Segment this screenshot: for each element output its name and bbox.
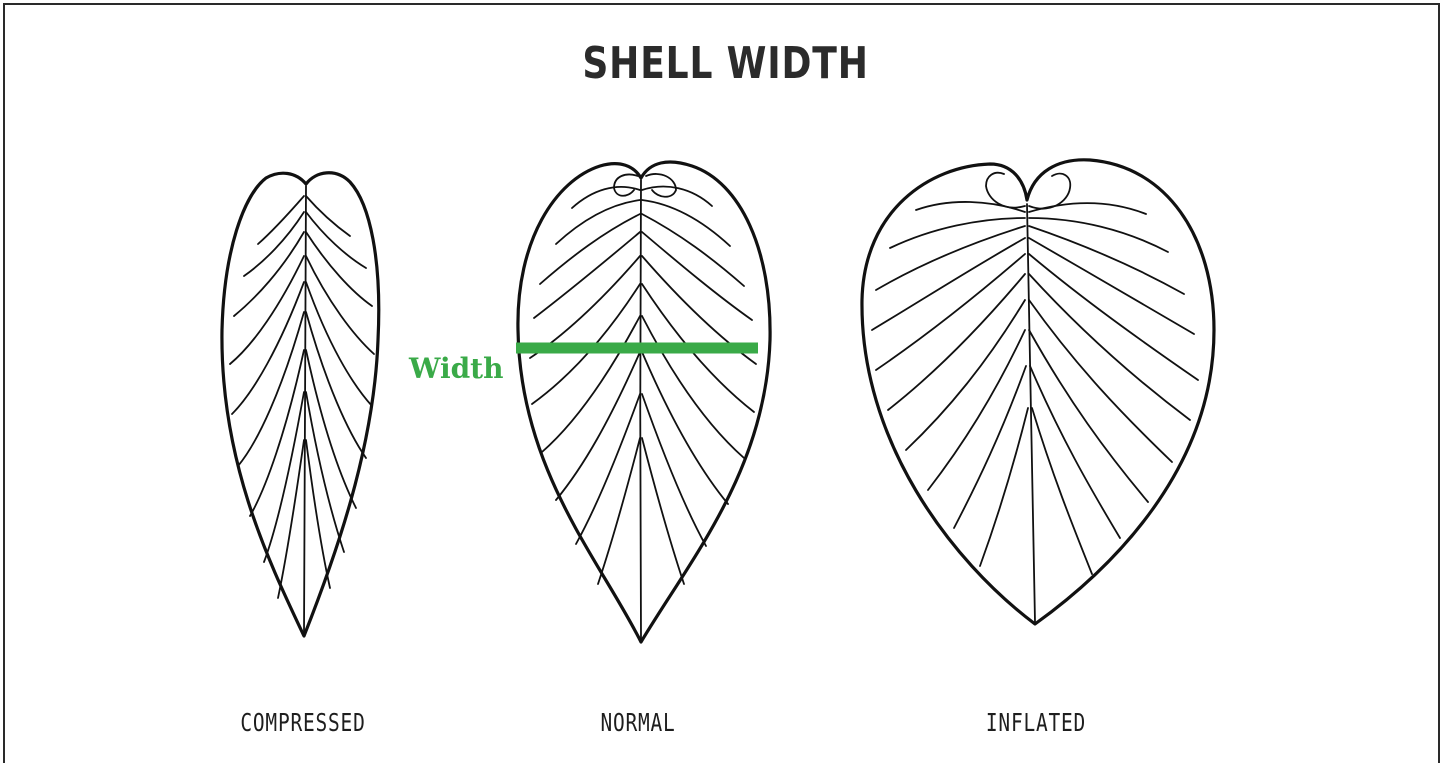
normal-shell-drawing <box>518 162 770 642</box>
compressed-shell-drawing <box>222 173 379 636</box>
normal-label: NORMAL <box>544 708 731 737</box>
inflated-label: INFLATED <box>935 708 1138 737</box>
compressed-shell-outline <box>222 173 379 636</box>
width-label: Width <box>409 352 503 385</box>
compressed-label: COMPRESSED <box>206 708 401 737</box>
inflated-shell-drawing <box>862 160 1214 624</box>
